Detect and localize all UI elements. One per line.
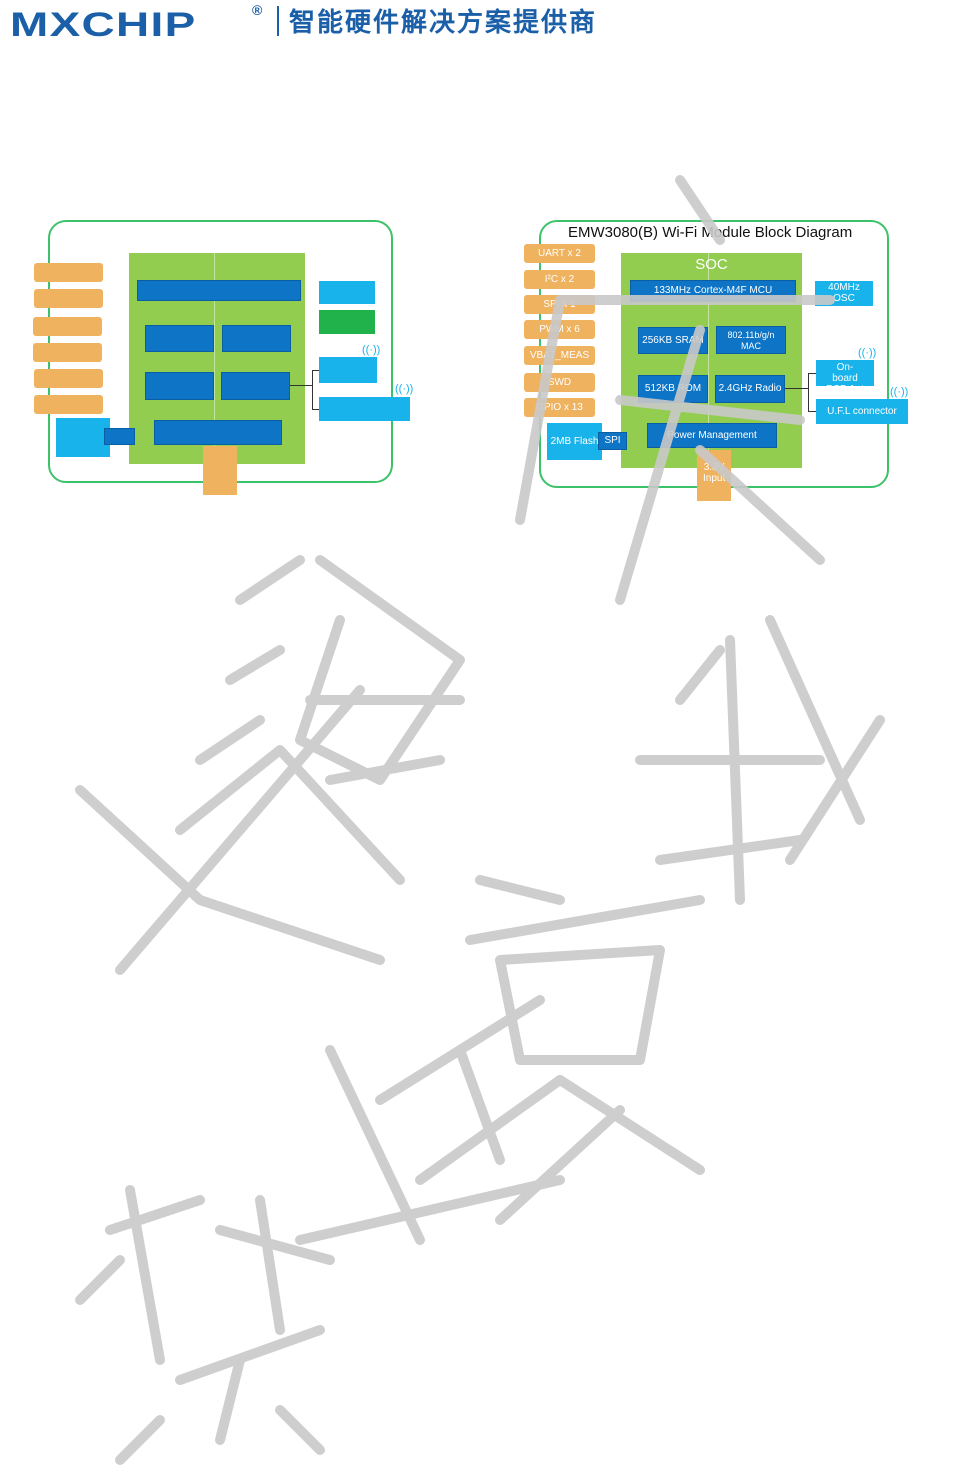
left-radio-link	[312, 370, 319, 371]
wifi-icon: ((·))	[395, 383, 414, 395]
power-management-block: Power Management	[647, 423, 777, 448]
osc-block: 40MHz OSC	[815, 281, 873, 306]
left-interface-pin	[34, 369, 103, 388]
left-green-block	[319, 310, 375, 334]
company-slogan: 智能硬件解决方案提供商	[289, 8, 598, 38]
mac-block: 802.11b/g/n MAC	[716, 326, 786, 354]
radio-link-vertical	[808, 373, 809, 411]
interface-gpio: GPIO x 13	[524, 398, 595, 417]
wifi-icon: ((·))	[362, 344, 381, 356]
interface-i2c: I²C x 2	[524, 270, 595, 289]
radio-link	[785, 388, 808, 389]
radio-link	[808, 373, 816, 374]
soc-divider	[708, 253, 709, 468]
rom-block: 512KB ROM	[638, 375, 708, 403]
left-radio-link	[312, 409, 319, 410]
left-power-input	[203, 446, 237, 495]
interface-spi: SPI x 1	[524, 295, 595, 314]
interface-vbat-meas: VBAT_MEAS	[524, 346, 595, 365]
mxchip-logo: MXCHIP	[10, 6, 197, 44]
wifi-icon: ((·))	[858, 347, 877, 359]
spi-bus-block: SPI	[598, 432, 627, 450]
logo-divider	[277, 6, 279, 36]
left-mac-block	[222, 325, 291, 352]
left-interface-pin	[34, 395, 103, 414]
soc-label: SOC	[695, 256, 728, 273]
left-rom-block	[145, 372, 214, 400]
left-interface-pin	[34, 289, 103, 308]
left-radio-link-vertical	[312, 370, 313, 409]
power-input-block: 3.3V Input	[697, 450, 731, 501]
flash-block: 2MB Flash	[547, 423, 602, 460]
left-radio-link	[290, 385, 312, 386]
left-osc-block	[319, 281, 375, 304]
mcu-block: 133MHz Cortex-M4F MCU	[630, 280, 796, 302]
ufl-connector-block: U.F.L connector	[816, 399, 908, 424]
interface-swd: SWD	[524, 373, 595, 392]
radio-link	[808, 411, 816, 412]
left-antenna-block	[319, 357, 377, 383]
left-power-block	[154, 420, 282, 445]
left-interface-pin	[33, 317, 102, 336]
left-flash-block	[56, 418, 110, 457]
left-soc-divider	[214, 253, 215, 464]
sram-block: 256KB SRAM	[638, 327, 708, 354]
diagram-title: EMW3080(B) Wi-Fi Module Block Diagram	[568, 224, 853, 241]
wifi-icon: ((·))	[890, 386, 909, 398]
interface-uart: UART x 2	[524, 244, 595, 263]
interface-pwm: PWM x 6	[524, 320, 595, 339]
left-interface-pin	[34, 263, 103, 282]
left-interface-pin	[33, 343, 102, 362]
left-sram-block	[145, 325, 214, 352]
left-mcu-block	[137, 280, 301, 301]
left-spi-block	[104, 428, 135, 445]
registered-mark: ®	[252, 2, 263, 18]
pcb-antenna-block: On-board PCB Ant	[816, 360, 874, 395]
radio-block: 2.4GHz Radio	[715, 375, 785, 403]
left-radio-block	[221, 372, 290, 400]
left-connector-block	[319, 397, 410, 421]
